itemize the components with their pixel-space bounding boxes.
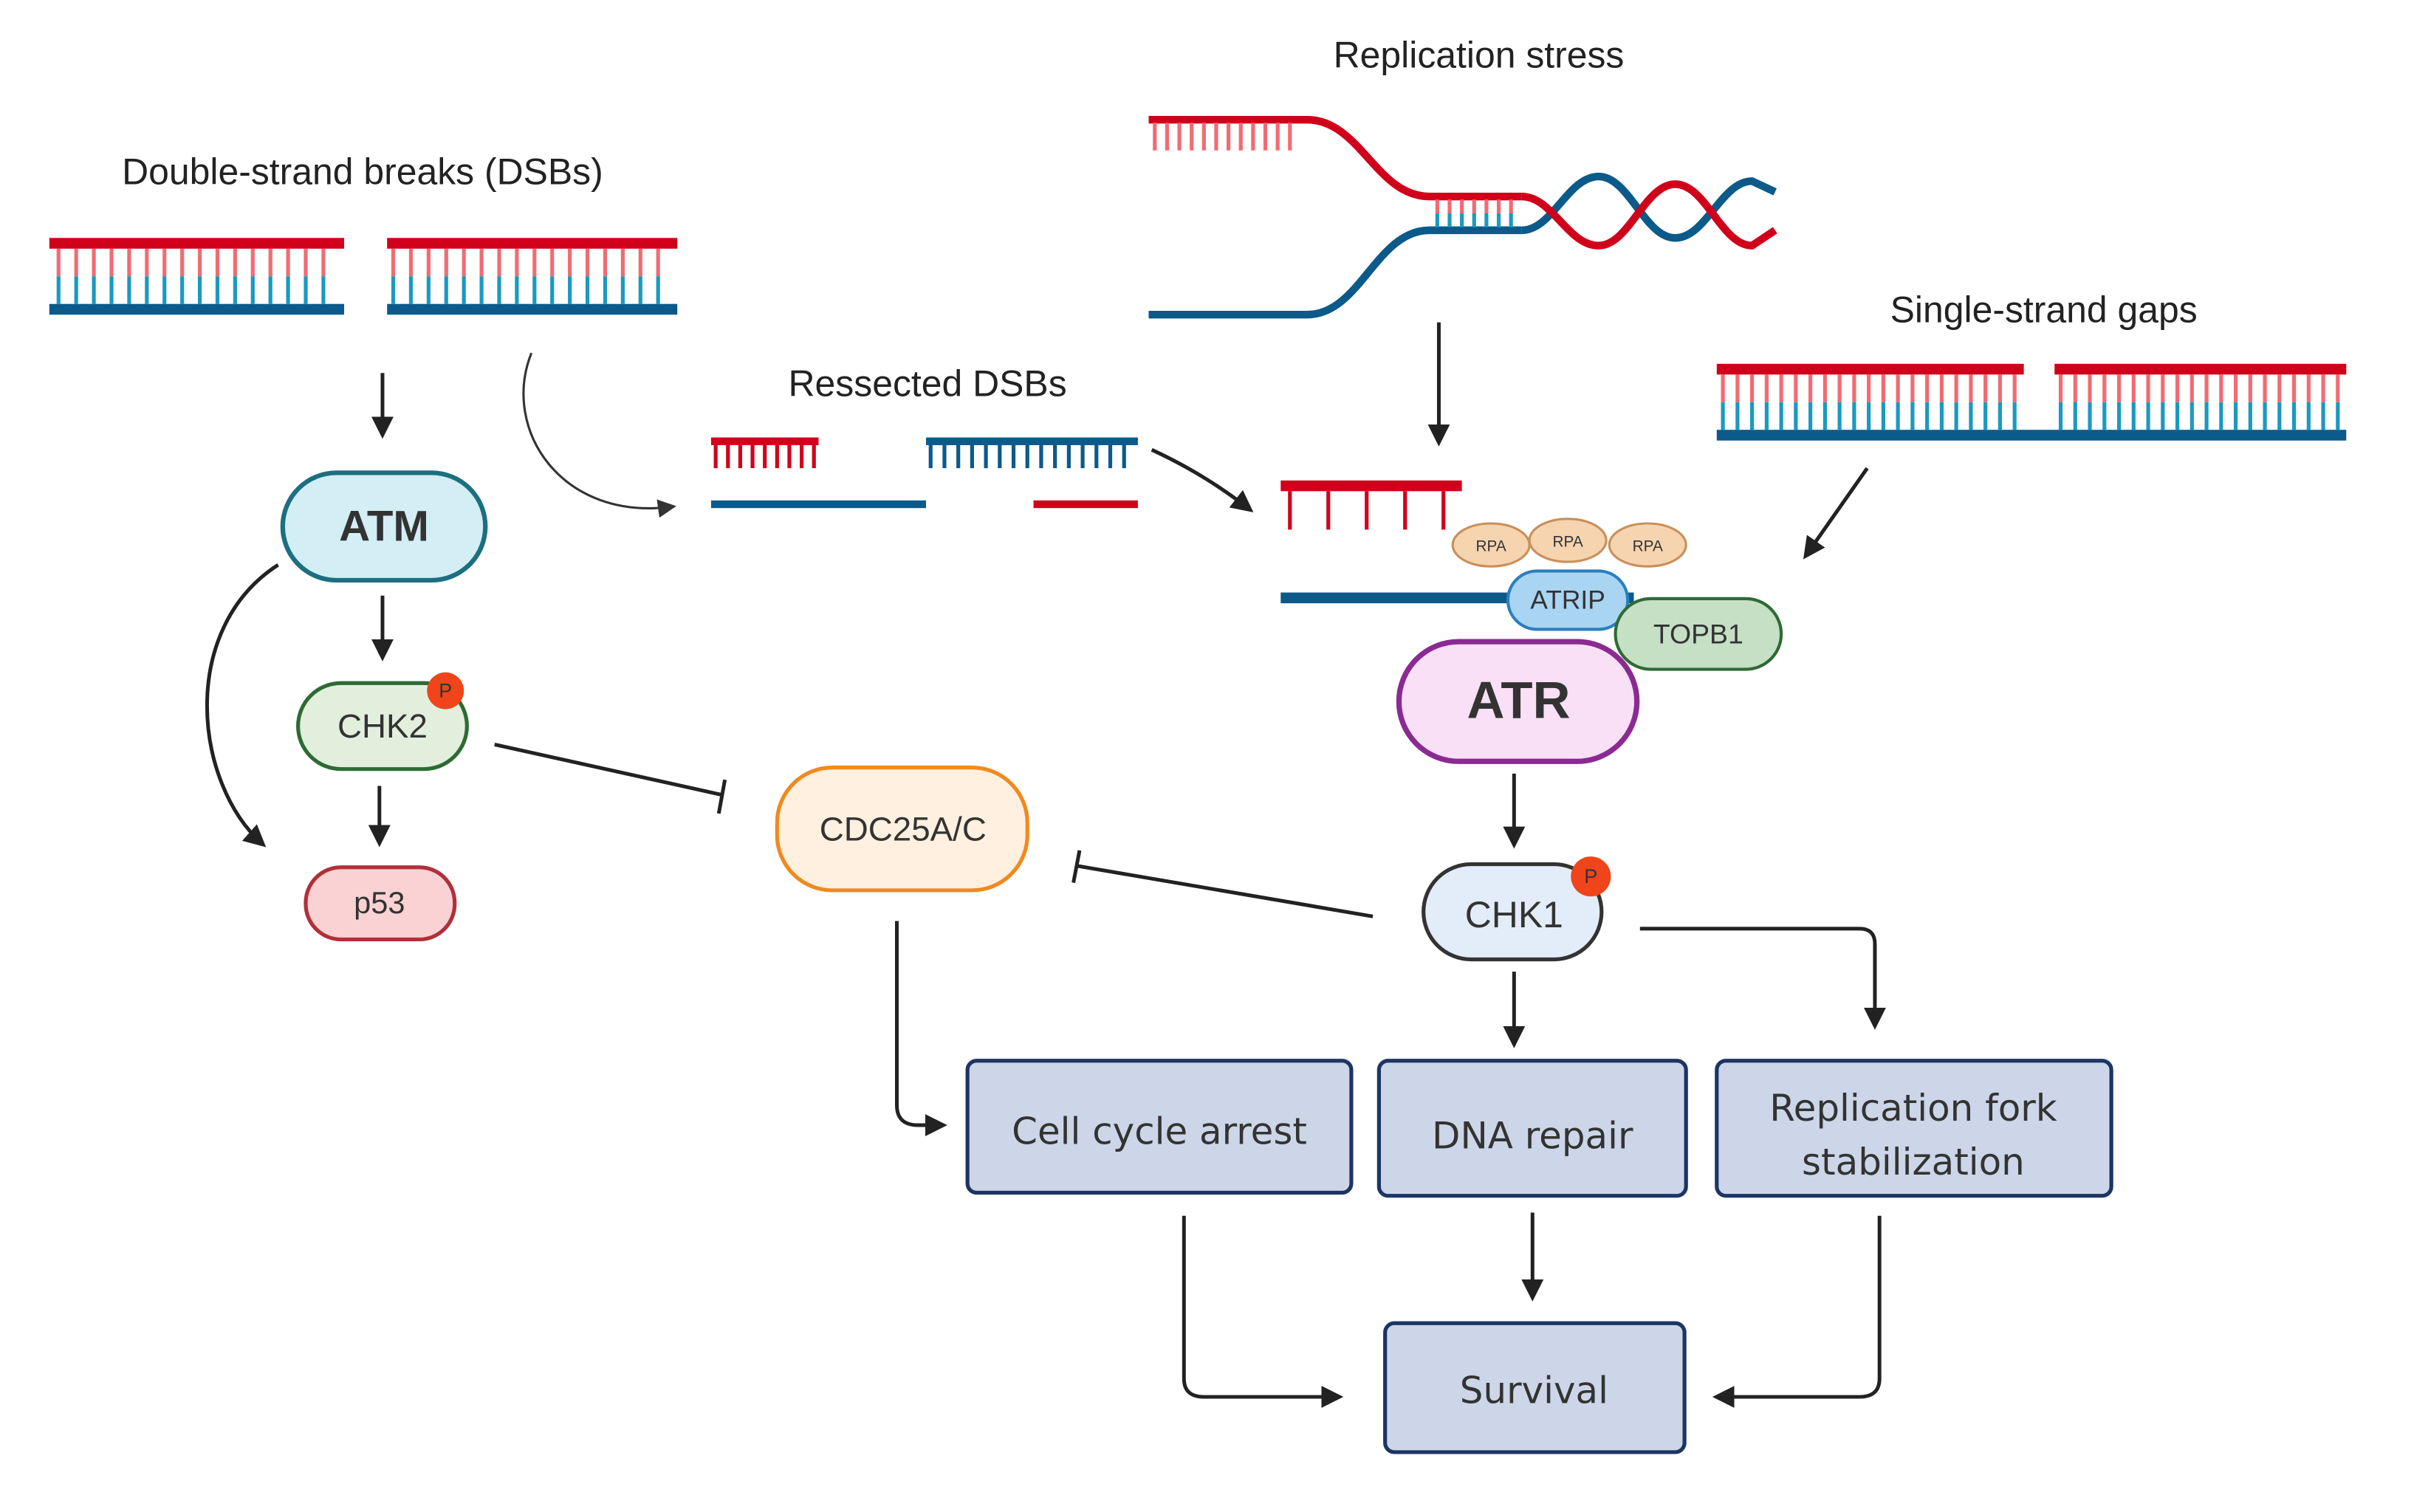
survival-box: Survival: [1383, 1321, 1687, 1454]
replication-stress-label: Replication stress: [1334, 34, 1625, 75]
arrow-fork-to-survival: [1712, 1215, 1882, 1409]
arrow-resected-to-ssdna: [1151, 447, 1254, 512]
arrow-atm-to-p53: [205, 563, 279, 848]
inhibit-chk1-cdc25: [1076, 864, 1374, 918]
single-strand-gaps-label: Single-strand gaps: [1890, 289, 2198, 331]
svg-text:CHK1: CHK1: [1465, 894, 1563, 935]
phospho-badge: P: [1571, 856, 1611, 897]
svg-text:RPA: RPA: [1476, 538, 1506, 555]
cdc25-node: CDC25A/C: [775, 765, 1029, 893]
svg-text:ATM: ATM: [339, 503, 429, 551]
inhibit-chk2-cdc25: [494, 742, 724, 797]
cell-cycle-arrest-box: Cell cycle arrest: [965, 1059, 1354, 1195]
arrow-chk1-to-fork: [1639, 927, 1886, 1030]
svg-text:p53: p53: [354, 885, 405, 920]
svg-text:Cell cycle arrest: Cell cycle arrest: [1012, 1110, 1307, 1152]
arrow-arrest-to-survival: [1182, 1215, 1344, 1409]
inhibit-bar: [1071, 850, 1082, 883]
svg-text:TOPB1: TOPB1: [1653, 619, 1743, 650]
svg-text:CDC25A/C: CDC25A/C: [820, 810, 987, 848]
svg-text:stabilization: stabilization: [1802, 1141, 2025, 1183]
svg-text:DNA repair: DNA repair: [1432, 1115, 1633, 1158]
single-strand-gaps-icon: [1716, 363, 2347, 441]
replication-fork-icon: [1148, 115, 1777, 319]
arrow-dsb-to-resected: [522, 352, 676, 518]
svg-text:RPA: RPA: [1553, 533, 1583, 550]
dsb-dna-icon: [49, 238, 678, 315]
rpa-protein: RPA: [1528, 518, 1608, 563]
fork-stabilization-box: Replication fork stabilization: [1715, 1059, 2113, 1198]
atrip-node: ATRIP: [1506, 569, 1630, 631]
atm-node: ATM: [280, 470, 488, 583]
svg-text:P: P: [439, 680, 452, 702]
resected-dsbs-label: Ressected DSBs: [789, 362, 1067, 404]
svg-text:ATR: ATR: [1467, 671, 1571, 729]
dna-repair-box: DNA repair: [1376, 1059, 1688, 1198]
chk2-node: CHK2: [296, 681, 469, 772]
svg-text:RPA: RPA: [1633, 538, 1663, 555]
atr-node: ATR: [1396, 639, 1640, 764]
rpa-protein: RPA: [1451, 522, 1531, 568]
svg-text:CHK2: CHK2: [337, 707, 428, 745]
svg-text:ATRIP: ATRIP: [1530, 585, 1605, 614]
p53-node: p53: [304, 865, 457, 942]
chk1-node: CHK1: [1422, 862, 1604, 962]
rpa-protein: RPA: [1608, 522, 1687, 568]
phospho-badge: P: [427, 672, 464, 709]
svg-text:Replication fork: Replication fork: [1769, 1087, 2057, 1130]
resected-dsb-icon: [710, 437, 1138, 509]
arrow-cdc25-to-arrest: [895, 921, 947, 1137]
svg-text:P: P: [1584, 865, 1597, 887]
topb1-node: TOPB1: [1614, 597, 1783, 671]
svg-text:Survival: Survival: [1460, 1370, 1608, 1412]
dsb-label: Double-strand breaks (DSBs): [122, 151, 603, 193]
inhibit-bar: [716, 779, 727, 814]
arrow-gaps-to-ssdna: [1803, 467, 1869, 560]
